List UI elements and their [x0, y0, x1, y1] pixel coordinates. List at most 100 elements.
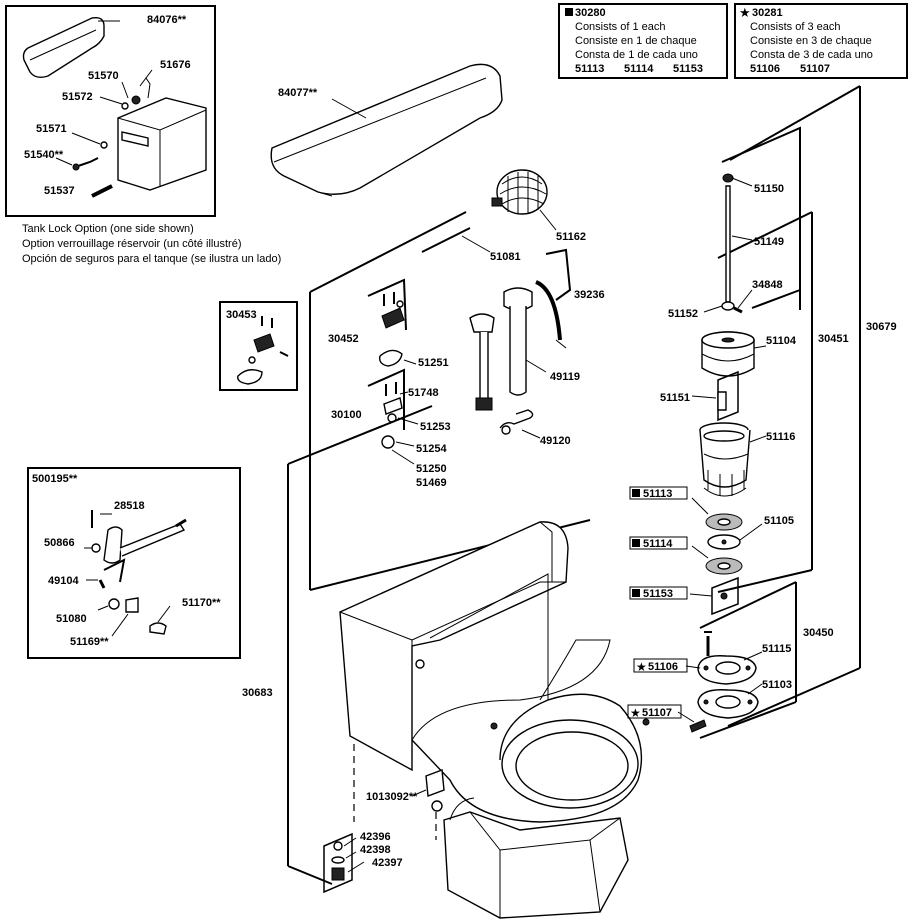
label-51250: 51250 — [416, 463, 447, 475]
label-51571: 51571 — [36, 123, 67, 135]
group-30679-bracket — [729, 85, 861, 161]
label-49120: 49120 — [540, 435, 571, 447]
label-51080: 51080 — [56, 613, 87, 625]
label-42396: 42396 — [360, 831, 391, 843]
label-30452: 30452 — [328, 333, 359, 345]
label-42398: 42398 — [360, 844, 391, 856]
label-30683: 30683 — [242, 687, 273, 699]
fill-valve-drawing — [469, 313, 495, 411]
label-500195: 500195** — [32, 473, 78, 485]
square-marker-icon — [632, 539, 640, 547]
tank-lock-inset: 84076** 51570 51676 51572 51571 51540** … — [5, 5, 216, 217]
overflow-tube-drawing — [503, 287, 533, 396]
group-30452-bracket — [309, 211, 467, 293]
tank-lock-frame — [5, 5, 216, 217]
label-30453: 30453 — [226, 309, 257, 321]
tank-lock-caption-es: Opción de seguros para el tanque (se ilu… — [22, 253, 281, 265]
legend-30280-code: 30280 — [575, 7, 606, 19]
label-49119: 49119 — [550, 371, 580, 383]
label-50866: 50866 — [44, 537, 75, 549]
label-49104: 49104 — [48, 575, 79, 587]
legend-30280-part-3: 51153 — [673, 63, 703, 75]
label-51537: 51537 — [44, 185, 75, 197]
label-51113: 51113 — [643, 488, 672, 500]
tank-lock-caption-en: Tank Lock Option (one side shown) — [22, 223, 194, 235]
inset-500195: 500195** 28518 50866 49104 51080 51170**… — [27, 467, 241, 659]
label-51748: 51748 — [408, 387, 439, 399]
label-39236: 39236 — [574, 289, 605, 301]
inset-30453: 30453 — [219, 301, 298, 391]
label-51152: 51152 — [668, 308, 698, 320]
legend-30280-part-1: 51113 — [575, 63, 604, 75]
legend-30281-line-fr: Consiste en 3 de chaque — [750, 35, 872, 47]
label-51105: 51105 — [764, 515, 794, 527]
label-34848: 34848 — [752, 279, 783, 291]
label-51162: 51162 — [556, 231, 586, 243]
label-51254: 51254 — [416, 443, 447, 455]
flush-valve-cage-drawing — [699, 422, 751, 497]
label-51116: 51116 — [766, 431, 795, 443]
legend-30281-part-1: 51106 — [750, 63, 780, 75]
legend-30281-part-2: 51107 — [800, 63, 830, 75]
flapper-ball-drawing — [491, 169, 548, 215]
label-51151: 51151 — [660, 392, 690, 404]
legend-30280-part-2: 51114 — [624, 63, 654, 75]
label-1013092: 1013092** — [366, 791, 418, 803]
label-51115: 51115 — [762, 643, 791, 655]
label-51150: 51150 — [754, 183, 784, 195]
star-marker-icon: ★ — [630, 706, 641, 720]
refill-tube-drawing — [535, 248, 572, 349]
label-51149: 51149 — [754, 236, 784, 248]
square-marker-icon — [632, 589, 640, 597]
label-51114: 51114 — [643, 538, 673, 550]
group-30451-bracket — [717, 211, 813, 259]
float-drawing — [701, 331, 755, 377]
square-marker-icon — [565, 8, 573, 16]
group-30683-bracket — [287, 405, 433, 465]
legend-30280-line-en: Consists of 1 each — [575, 21, 666, 33]
square-marker-icon — [632, 489, 640, 497]
label-51153: 51153 — [643, 588, 673, 600]
legend-30281: ★ 30281 Consists of 3 each Consiste en 3… — [734, 3, 908, 79]
label-51540: 51540** — [24, 149, 64, 161]
label-51572: 51572 — [62, 91, 93, 103]
label-51676: 51676 — [160, 59, 191, 71]
label-30679: 30679 — [866, 321, 897, 333]
label-51107: 51107 — [642, 707, 672, 719]
mini-tank-drawing — [117, 97, 207, 191]
label-30450: 30450 — [803, 627, 834, 639]
toilet-body-drawing — [339, 521, 650, 919]
gasket-51103-drawing — [697, 689, 759, 719]
label-51081: 51081 — [490, 251, 521, 263]
tank-lid-drawing — [270, 63, 503, 197]
part-51153-drawing — [720, 592, 728, 600]
label-84076: 84076** — [147, 14, 187, 26]
tank-lock-caption-fr: Option verrouillage réservoir (un côté i… — [22, 238, 241, 250]
label-51106: 51106 — [648, 661, 678, 673]
label-51570: 51570 — [88, 70, 119, 82]
label-28518: 28518 — [114, 500, 145, 512]
flange-51115-drawing — [697, 655, 757, 685]
group-30450-bracket — [699, 581, 797, 629]
lift-rod-drawing — [721, 173, 743, 314]
label-51103: 51103 — [762, 679, 792, 691]
label-51170: 51170** — [182, 597, 221, 609]
label-30100: 30100 — [331, 409, 362, 421]
label-51251: 51251 — [418, 357, 449, 369]
trip-lever-drawing — [499, 409, 534, 435]
legend-30280: 30280 Consists of 1 each Consiste en 1 d… — [558, 3, 728, 79]
legend-30281-line-en: Consists of 3 each — [750, 21, 841, 33]
legend-30281-code: 30281 — [752, 7, 783, 19]
legend-30280-line-fr: Consiste en 1 de chaque — [575, 35, 697, 47]
label-51469: 51469 — [416, 477, 447, 489]
label-84077: 84077** — [278, 87, 318, 99]
legend-30281-line-es: Consta de 3 de cada uno — [750, 49, 873, 61]
star-marker-icon: ★ — [636, 660, 647, 674]
label-30451: 30451 — [818, 333, 849, 345]
mini-tank-lid-drawing — [22, 16, 105, 79]
legend-30280-line-es: Consta de 1 de cada uno — [575, 49, 698, 61]
label-42397: 42397 — [372, 857, 403, 869]
star-marker-icon: ★ — [739, 6, 751, 21]
